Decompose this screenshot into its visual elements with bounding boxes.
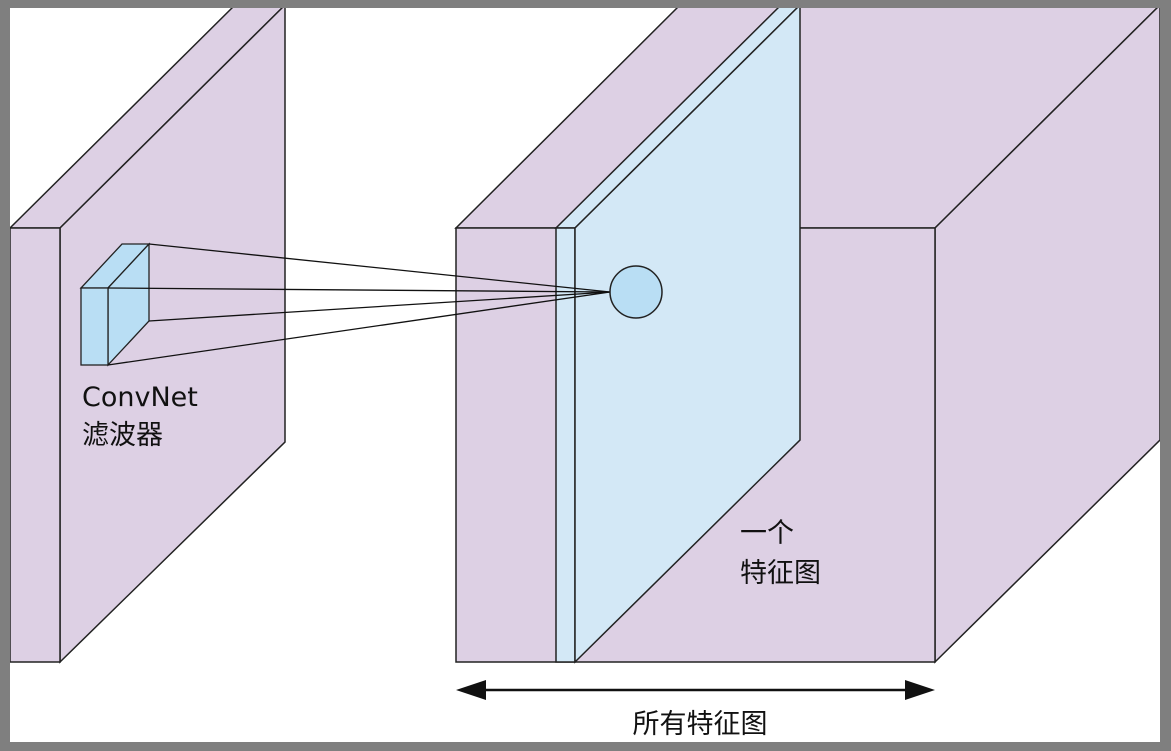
one-feature-map-label-line1: 一个 [740,518,794,549]
projection-lines [107,243,611,366]
filter-front-face [80,287,109,366]
projection-line [107,291,611,366]
input-layer-front-face [9,227,61,663]
all-feature-maps-label: 所有特征图 [633,709,768,740]
output-neuron [609,265,663,319]
arrow-head-left [456,680,486,700]
feature-map-face [574,3,801,664]
projection-line [148,291,611,322]
single-feature-map [554,3,802,664]
projection-line [107,287,611,293]
feature-map-front-edge [555,227,576,663]
projection-line [148,243,611,293]
arrow-head-right [905,680,935,700]
all-feature-maps-arrow [456,680,935,700]
one-feature-map-label-line2: 特征图 [740,558,821,589]
filter-label-line2: 滤波器 [82,420,163,451]
filter-label-line1: ConvNet [82,382,198,413]
input-layer [8,3,287,664]
